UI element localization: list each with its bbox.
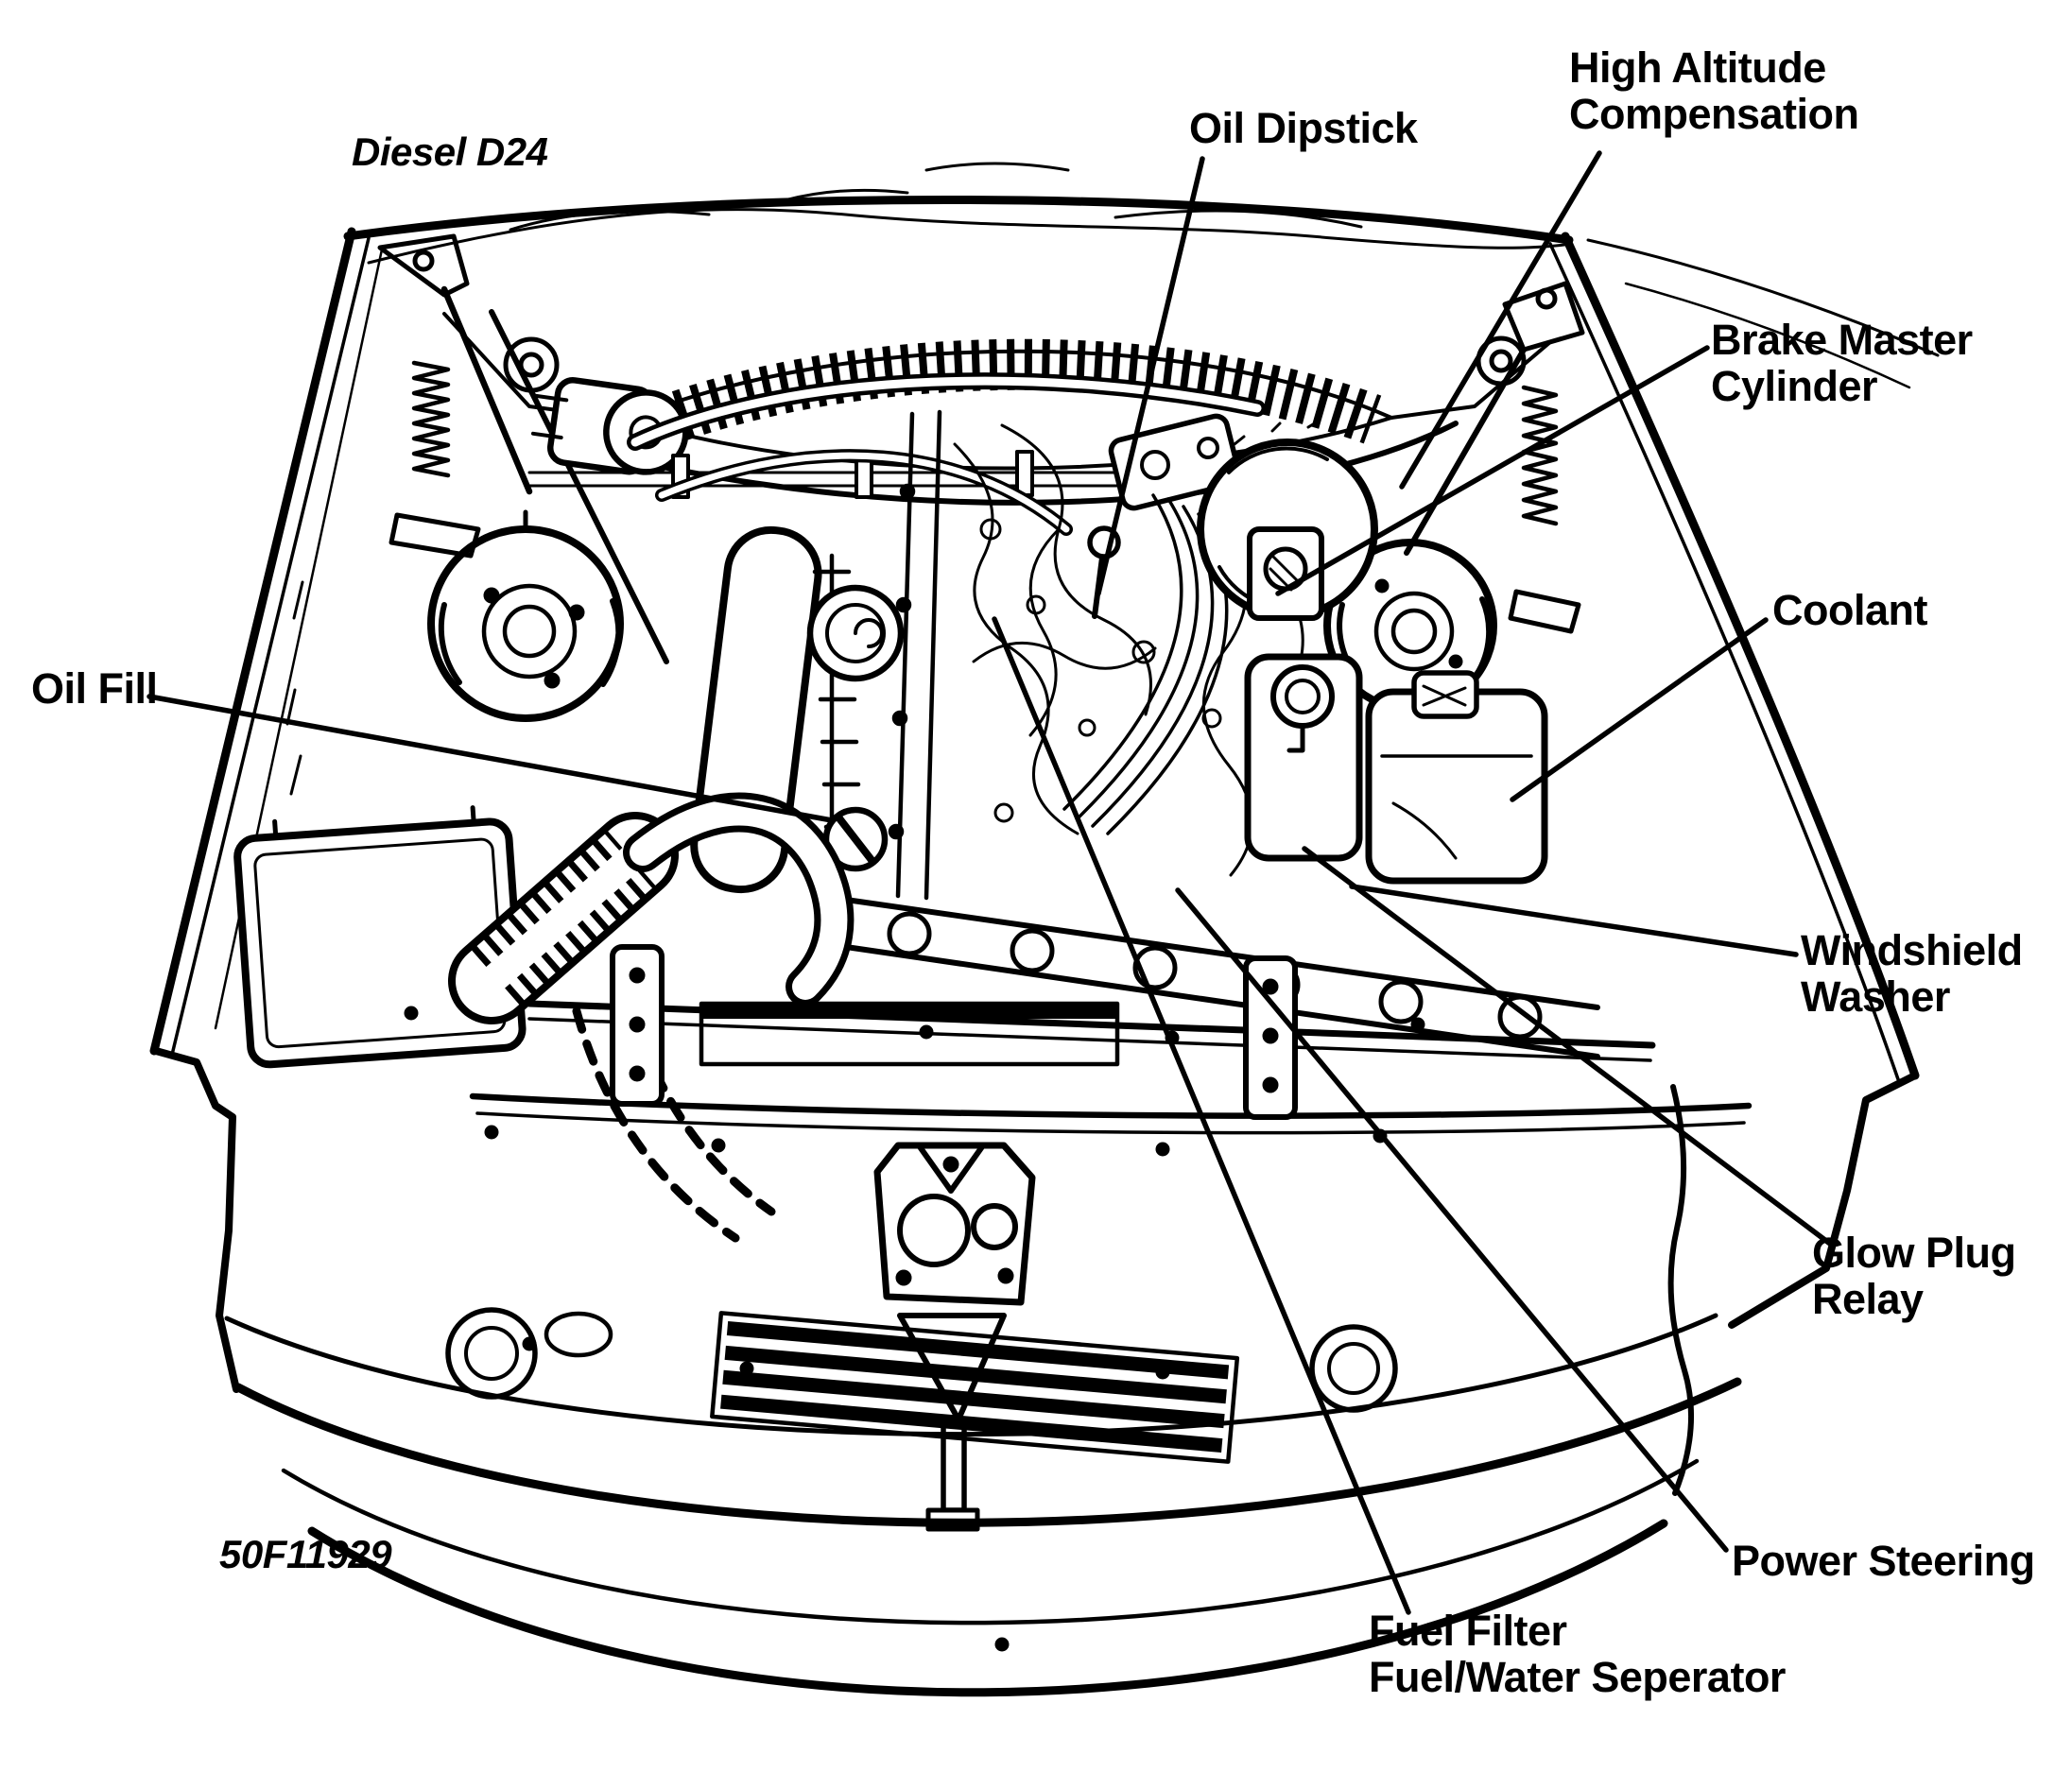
coolant-reservoir bbox=[1365, 670, 1548, 885]
strut-tower-right bbox=[1323, 539, 1497, 713]
windshield-base bbox=[343, 162, 1574, 265]
hood-latch-plate bbox=[873, 1142, 1036, 1306]
label-line: Relay bbox=[1812, 1274, 1924, 1323]
leader-lines bbox=[147, 150, 1833, 1615]
leader-power-steering bbox=[1175, 887, 1729, 1553]
leader-oil-dipstick bbox=[1096, 156, 1205, 596]
label-oil-fill: Oil Fill bbox=[31, 664, 158, 713]
label-windshield-washer: Windshield Washer bbox=[1801, 926, 2023, 1021]
leader-oil-fill bbox=[147, 694, 835, 823]
headlight-bucket-right bbox=[1309, 1324, 1398, 1413]
label-line: Windshield bbox=[1801, 926, 2023, 974]
label-power-steering: Power Steering bbox=[1732, 1537, 2035, 1585]
label-oil-dipstick: Oil Dipstick bbox=[1189, 104, 1418, 152]
label-coolant: Coolant bbox=[1772, 586, 1927, 634]
label-line: Brake Master bbox=[1711, 316, 1973, 364]
intake-hose bbox=[448, 812, 679, 1024]
valve-cover bbox=[888, 409, 942, 901]
grille-louvers bbox=[710, 1311, 1240, 1464]
diagram-title: Diesel D24 bbox=[352, 129, 548, 174]
label-line: Washer bbox=[1801, 972, 1950, 1021]
injection-pump bbox=[1108, 413, 1242, 511]
label-line: Cylinder bbox=[1711, 361, 1878, 410]
radiator-crossmember bbox=[404, 944, 1753, 1135]
hood-hinge-right bbox=[1404, 281, 1585, 634]
figure-id: 50F11929 bbox=[219, 1532, 392, 1576]
leader-fuel-filter bbox=[992, 616, 1411, 1615]
front-valance bbox=[152, 1047, 1919, 1697]
leader-glow-plug bbox=[1302, 846, 1833, 1247]
label-line: Fuel Filter bbox=[1369, 1607, 1567, 1655]
hold-down-bracket-left bbox=[610, 944, 665, 1107]
label-brake-master-cylinder: Brake Master Cylinder bbox=[1711, 316, 1973, 410]
pulley bbox=[806, 584, 905, 682]
label-line: High Altitude bbox=[1569, 43, 1826, 92]
leader-high-altitude bbox=[1399, 150, 1602, 490]
headlight-bucket-left bbox=[445, 1307, 613, 1400]
leader-brake-master bbox=[1275, 345, 1710, 596]
label-line: Fuel/Water Seperator bbox=[1369, 1652, 1786, 1701]
upper-rail bbox=[843, 897, 1600, 1059]
label-glow-plug-relay: Glow Plug Relay bbox=[1812, 1230, 2016, 1322]
leader-windshield-washer bbox=[1349, 884, 1799, 957]
leader-coolant bbox=[1510, 617, 1769, 802]
heater-hose bbox=[627, 372, 1266, 536]
strut-tower-left bbox=[427, 509, 624, 722]
label-fuel-filter: Fuel Filter Fuel/Water Seperator bbox=[1369, 1608, 1786, 1700]
hold-down-bracket-right bbox=[1243, 955, 1298, 1120]
intake-duct-elbow bbox=[623, 792, 855, 1006]
windshield-washer-reservoir bbox=[1244, 653, 1363, 862]
label-line: Glow Plug bbox=[1812, 1229, 2016, 1277]
hood-hinge-left bbox=[377, 233, 669, 664]
label-line: Compensation bbox=[1569, 89, 1859, 138]
label-high-altitude: High Altitude Compensation bbox=[1569, 43, 1859, 138]
